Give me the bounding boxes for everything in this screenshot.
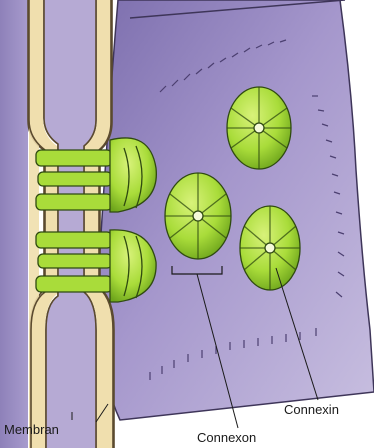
cell-membrane-surface	[98, 0, 374, 420]
membrane-label: Membran	[4, 422, 59, 437]
connexon-label: Connexon	[197, 430, 256, 445]
connexon-middle	[165, 173, 231, 259]
connexon-right	[240, 206, 300, 290]
left-cell-surface	[0, 0, 28, 448]
connexon-top	[227, 87, 291, 169]
connexin-label: Connexin	[284, 402, 339, 417]
